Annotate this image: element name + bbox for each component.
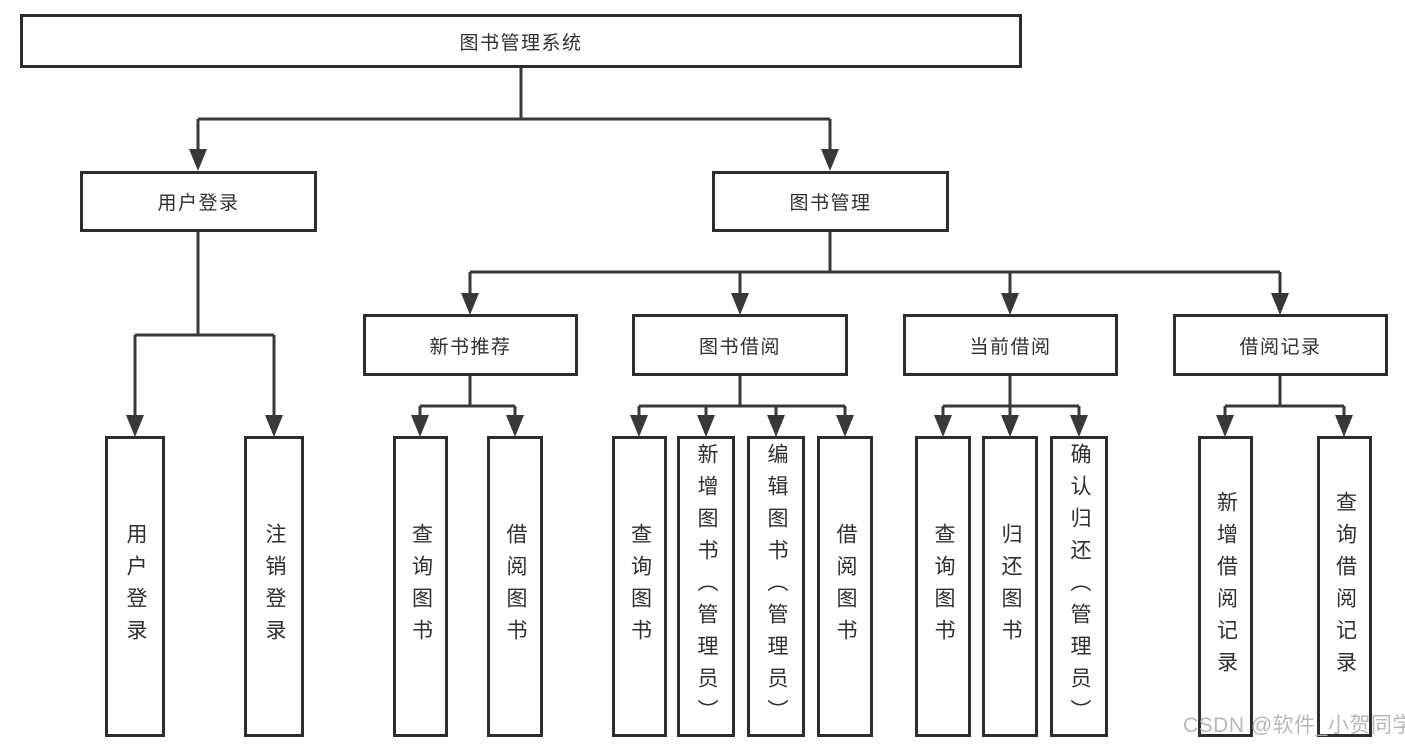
node-current-borrow: 当前借阅 bbox=[903, 314, 1118, 376]
leaf-query-books-current-label: 查询图书 bbox=[932, 522, 956, 651]
leaf-user-login: 用户登录 bbox=[105, 436, 165, 737]
leaf-logout: 注销登录 bbox=[244, 436, 304, 737]
leaf-borrow-books: 借阅图书 bbox=[817, 436, 873, 737]
node-book-borrow: 图书借阅 bbox=[632, 314, 848, 376]
leaf-edit-book-admin-label: 编辑图书（管理员） bbox=[765, 442, 789, 731]
node-book-management: 图书管理 bbox=[712, 171, 949, 232]
node-borrow-records: 借阅记录 bbox=[1173, 314, 1388, 376]
leaf-confirm-return-admin: 确认归还（管理员） bbox=[1050, 436, 1108, 737]
leaf-borrow-books-label: 借阅图书 bbox=[834, 522, 858, 651]
leaf-borrow-books-recommend-label: 借阅图书 bbox=[504, 522, 528, 651]
leaf-add-borrow-record-label: 新增借阅记录 bbox=[1214, 490, 1238, 683]
leaf-return-book: 归还图书 bbox=[982, 436, 1038, 737]
node-root-library-system: 图书管理系统 bbox=[20, 14, 1022, 68]
leaf-add-book-admin: 新增图书（管理员） bbox=[677, 436, 735, 737]
leaf-query-books-current: 查询图书 bbox=[915, 436, 971, 737]
leaf-query-borrow-record: 查询借阅记录 bbox=[1317, 436, 1372, 737]
leaf-add-book-admin-label: 新增图书（管理员） bbox=[695, 442, 719, 731]
node-user-login: 用户登录 bbox=[80, 171, 317, 232]
leaf-edit-book-admin: 编辑图书（管理员） bbox=[747, 436, 805, 737]
leaf-query-books-recommend-label: 查询图书 bbox=[409, 522, 433, 651]
leaf-borrow-books-recommend: 借阅图书 bbox=[487, 436, 543, 737]
leaf-query-borrow-record-label: 查询借阅记录 bbox=[1333, 490, 1357, 683]
leaf-confirm-return-admin-label: 确认归还（管理员） bbox=[1068, 442, 1092, 731]
leaf-query-books-recommend: 查询图书 bbox=[393, 436, 448, 737]
node-new-book-recommend: 新书推荐 bbox=[363, 314, 578, 376]
leaf-user-login-label: 用户登录 bbox=[124, 522, 148, 651]
leaf-query-books-borrow: 查询图书 bbox=[612, 436, 667, 737]
csdn-watermark: CSDN @软件_小贺同学 bbox=[1183, 714, 1405, 737]
leaf-logout-label: 注销登录 bbox=[263, 522, 287, 651]
leaf-query-books-borrow-label: 查询图书 bbox=[628, 522, 652, 651]
leaf-return-book-label: 归还图书 bbox=[999, 522, 1023, 651]
leaf-add-borrow-record: 新增借阅记录 bbox=[1198, 436, 1253, 737]
